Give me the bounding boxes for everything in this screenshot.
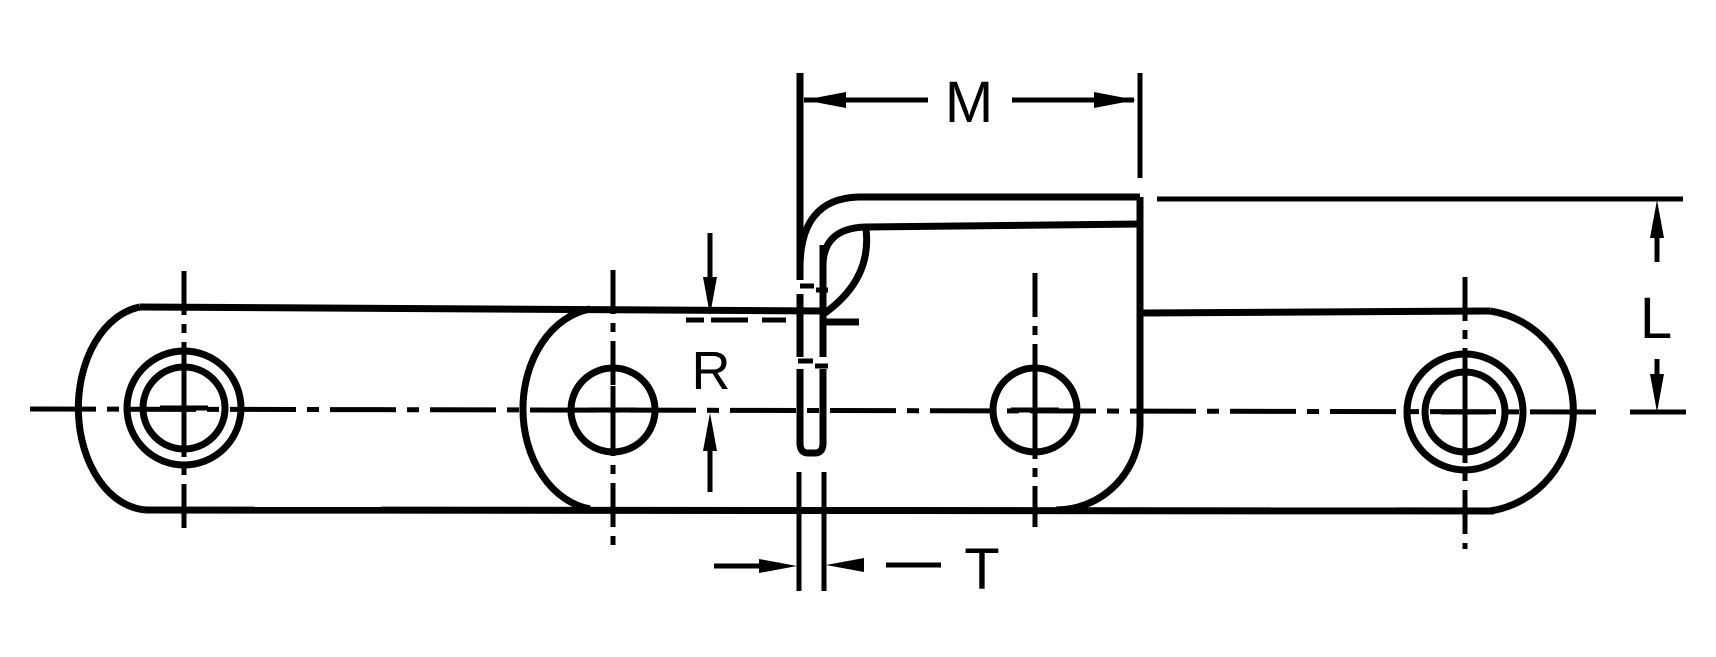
bent-attachment: [796, 73, 1144, 514]
right-plate-end-arc: [1489, 307, 1577, 515]
centerlines: [29, 270, 1686, 549]
r-dimension-label: R: [692, 341, 731, 401]
pin3-roller-circle: [989, 364, 1081, 456]
l-dimension-label: L: [1640, 286, 1672, 351]
dimension-t: T: [714, 472, 1000, 602]
m-arrowhead-right: [1094, 92, 1136, 108]
dimension-m: M: [804, 70, 1143, 178]
pin4-outer-circle: [1403, 350, 1527, 474]
l-arrowhead-bottom: [1650, 374, 1664, 412]
t-extension-lines: [796, 472, 827, 591]
dimension-r: R: [686, 233, 786, 492]
attachment-corner-arc: [1055, 424, 1144, 514]
pin4-inner-circle: [1421, 368, 1509, 456]
pin3-crosshair: [1011, 386, 1059, 434]
pin4-crosshair: [1441, 388, 1489, 436]
r-arrowhead-top: [703, 277, 717, 315]
tab-break-dashes: [798, 283, 828, 369]
r-arrowhead-bottom: [703, 413, 717, 451]
l-arrowhead-top: [1650, 200, 1664, 238]
pin1-outer-circle: [123, 347, 245, 469]
pin2-roller-circle: [567, 364, 659, 456]
horizontal-centerline: [29, 406, 1601, 415]
m-dimension-label: M: [945, 70, 993, 135]
bend-inner-curve-flange-bottom: [819, 220, 1141, 312]
plate-bottom-edge: [145, 506, 1495, 515]
dimension-l: L: [1157, 196, 1683, 412]
pin1-inner-circle: [139, 363, 229, 453]
m-arrowhead-left: [804, 92, 846, 108]
attachment-plate-left-arc: [519, 305, 591, 513]
left-plate-end-arc: [74, 303, 147, 514]
t-arrowhead-left: [759, 559, 797, 573]
right-plate-top-edge: [1139, 307, 1491, 317]
plate-top-edge: [139, 303, 823, 315]
t-arrowhead-right: [826, 558, 864, 572]
t-dimension-label: T: [964, 537, 999, 602]
pin2-crosshair: [589, 386, 637, 434]
bend-lens-edge: [822, 228, 871, 316]
chain-outline: [74, 303, 1577, 515]
tab-bottom-end: [796, 442, 827, 457]
pins-and-rollers: [123, 347, 1527, 474]
pin1-crosshair: [160, 384, 208, 432]
